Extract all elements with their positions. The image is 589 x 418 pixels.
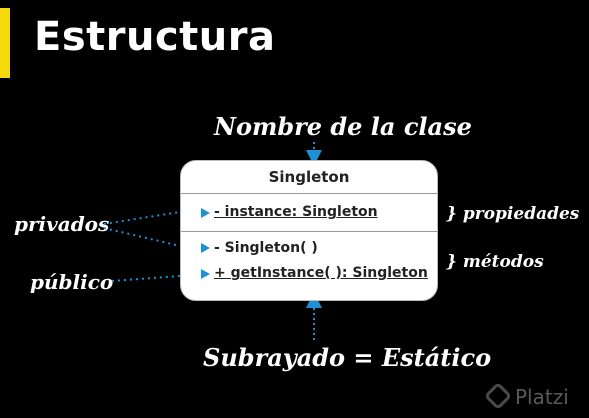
visibility-arrow-icon <box>201 269 210 279</box>
slide-title: Estructura <box>34 14 276 60</box>
uml-attributes-divider <box>181 231 437 232</box>
public-connector <box>111 275 181 282</box>
methods-annotation: } métodos <box>446 252 544 272</box>
visibility-arrow-icon <box>201 243 210 253</box>
uml-method-constructor: - Singleton( ) <box>214 240 318 256</box>
uml-method-get-instance: + getInstance( ): Singleton <box>214 265 428 281</box>
public-annotation: público <box>30 270 114 294</box>
private-annotation: privados <box>14 212 110 236</box>
uml-class-box: Singleton - instance: Singleton - Single… <box>180 160 438 301</box>
private-attribute-connector <box>103 211 181 225</box>
class-name-annotation: Nombre de la clase <box>214 112 472 141</box>
properties-annotation: } propiedades <box>446 204 580 224</box>
platzi-watermark: Platzi <box>515 385 569 409</box>
static-annotation: Subrayado = Estático <box>203 343 492 372</box>
private-method-connector <box>103 227 181 247</box>
uml-header-divider <box>181 193 437 194</box>
visibility-arrow-icon <box>201 208 210 218</box>
uml-class-name: Singleton <box>268 168 350 186</box>
title-accent-bar <box>0 8 10 78</box>
uml-attribute-instance: - instance: Singleton <box>214 204 378 220</box>
